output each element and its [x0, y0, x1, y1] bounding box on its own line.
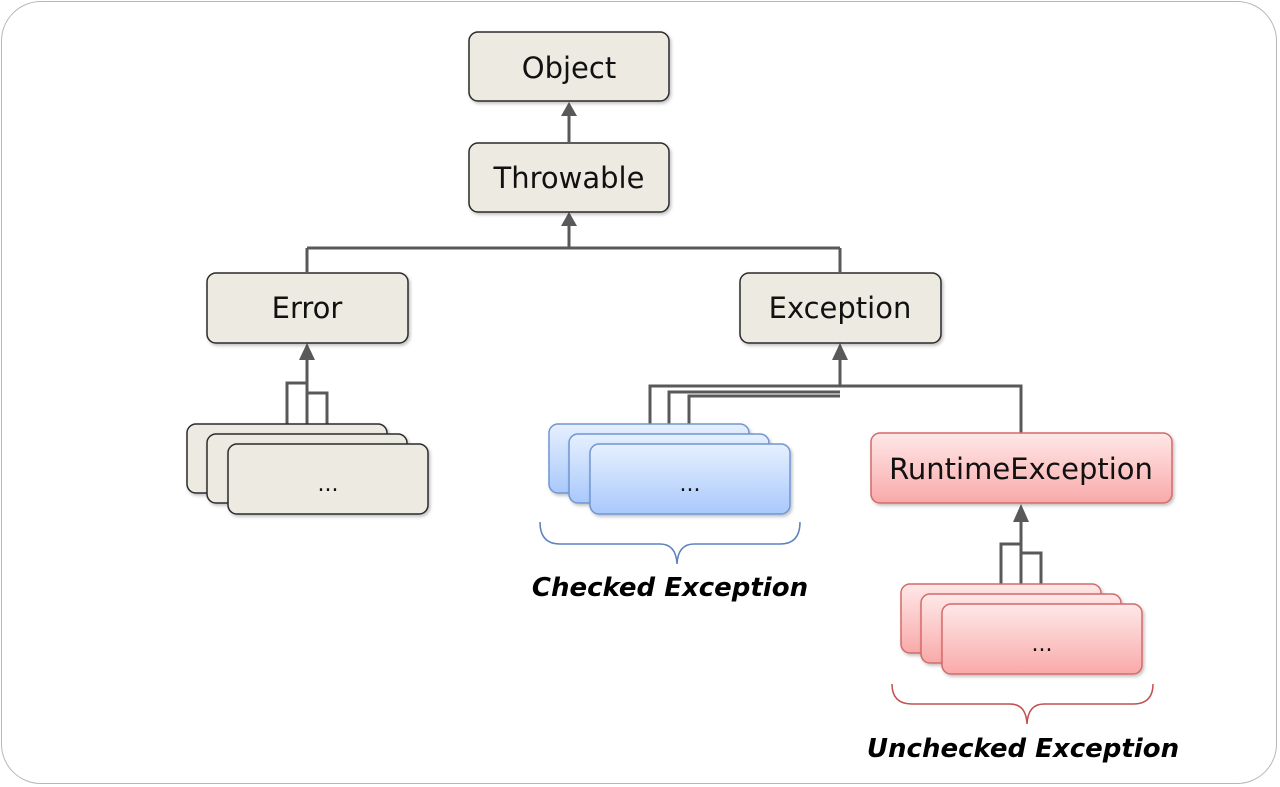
- checked-subclass-card-front: [589, 443, 791, 515]
- arrowhead-throwable: [561, 212, 577, 226]
- node-exception: Exception: [739, 272, 942, 344]
- connector-unchecked-sub-1: [999, 542, 1021, 585]
- unchecked-subclass-stack: ...: [900, 583, 1143, 675]
- node-runtime-exception-label: RuntimeException: [889, 452, 1153, 486]
- unchecked-brace: [891, 683, 1154, 725]
- checked-exception-caption: Checked Exception: [532, 573, 808, 603]
- arrowhead-runtime-exception: [1013, 504, 1029, 522]
- arrowhead-exception: [832, 343, 848, 360]
- node-runtime-exception: RuntimeException: [870, 432, 1173, 504]
- node-error-label: Error: [272, 291, 343, 325]
- error-subclass-card-front: [227, 443, 429, 515]
- checked-brace: [539, 521, 801, 565]
- unchecked-exception-caption: Unchecked Exception: [867, 734, 1179, 764]
- node-object-label: Object: [522, 51, 616, 85]
- connector-error-sub-1: [285, 381, 307, 424]
- error-subclass-label: ...: [318, 472, 339, 497]
- unchecked-subclass-card-front: [941, 603, 1143, 675]
- arrowhead-error: [299, 343, 315, 360]
- node-throwable: Throwable: [468, 142, 670, 213]
- arrowhead-object: [561, 102, 577, 116]
- connector-checked-sub-2: [667, 390, 840, 434]
- error-subclass-stack: ...: [186, 423, 429, 515]
- connectors: [285, 114, 1043, 605]
- node-exception-label: Exception: [769, 291, 912, 325]
- connector-error-sub-2: [307, 391, 329, 435]
- node-object: Object: [468, 31, 670, 102]
- unchecked-subclass-label: ...: [1032, 632, 1053, 657]
- connector-exception-branch: [648, 384, 1023, 433]
- checked-subclass-stack: ...: [548, 423, 791, 515]
- checked-subclass-label: ...: [680, 472, 701, 497]
- node-throwable-label: Throwable: [493, 161, 645, 195]
- arrowheads: [299, 102, 1029, 522]
- node-error: Error: [206, 272, 409, 344]
